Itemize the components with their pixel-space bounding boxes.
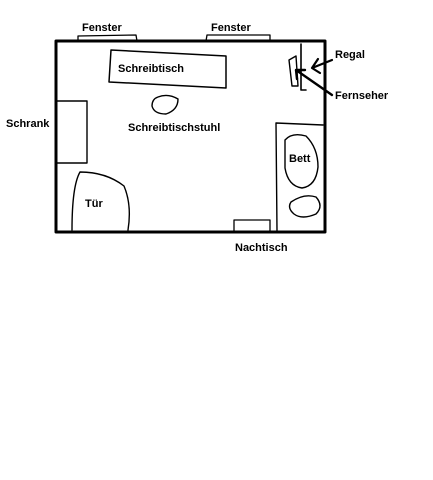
desk-chair bbox=[151, 94, 179, 115]
label-desk: Schreibtisch bbox=[118, 63, 185, 75]
label-nightstand: Nachtisch bbox=[235, 242, 288, 254]
shelf bbox=[300, 43, 307, 91]
label-door: Tür bbox=[85, 198, 103, 210]
window-left bbox=[77, 34, 138, 42]
label-window-right: Fenster bbox=[211, 22, 251, 34]
room-walls bbox=[54, 39, 327, 234]
desk bbox=[108, 49, 227, 89]
label-desk-chair: Schreibtischstuhl bbox=[128, 122, 221, 134]
tv bbox=[288, 55, 299, 87]
bed-frame bbox=[275, 122, 324, 232]
door bbox=[71, 171, 131, 231]
label-window-left: Fenster bbox=[82, 22, 122, 34]
arrow-shelf bbox=[310, 57, 334, 75]
bed-pillow-top bbox=[284, 133, 319, 189]
arrow-tv bbox=[294, 68, 334, 97]
label-bed: Bett bbox=[289, 153, 311, 165]
label-tv: Fernseher bbox=[335, 90, 389, 102]
bed-pillow-bottom bbox=[288, 195, 321, 218]
label-shelf: Regal bbox=[335, 49, 365, 61]
nightstand bbox=[233, 219, 271, 233]
wardrobe bbox=[56, 100, 88, 164]
label-wardrobe: Schrank bbox=[6, 118, 50, 130]
window-right bbox=[205, 34, 271, 42]
